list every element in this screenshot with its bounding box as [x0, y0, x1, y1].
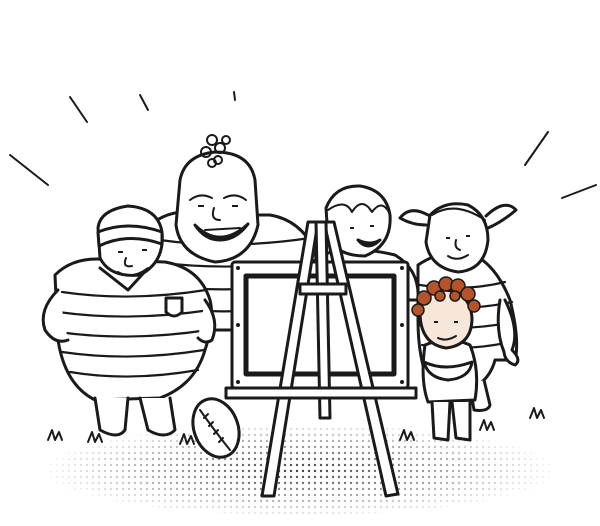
halftone-ground	[38, 420, 562, 520]
sparkle-lines-icon	[9, 91, 597, 199]
easel-icon	[224, 220, 418, 498]
grass-tufts	[47, 407, 545, 445]
mohawk-hair	[200, 134, 231, 168]
headband-man-figure	[41, 204, 217, 437]
curly-ginger-hair	[411, 276, 481, 317]
jersey-badge	[164, 296, 184, 318]
rugby-ball-icon	[191, 397, 241, 459]
ginger-boy-figure	[411, 276, 481, 442]
